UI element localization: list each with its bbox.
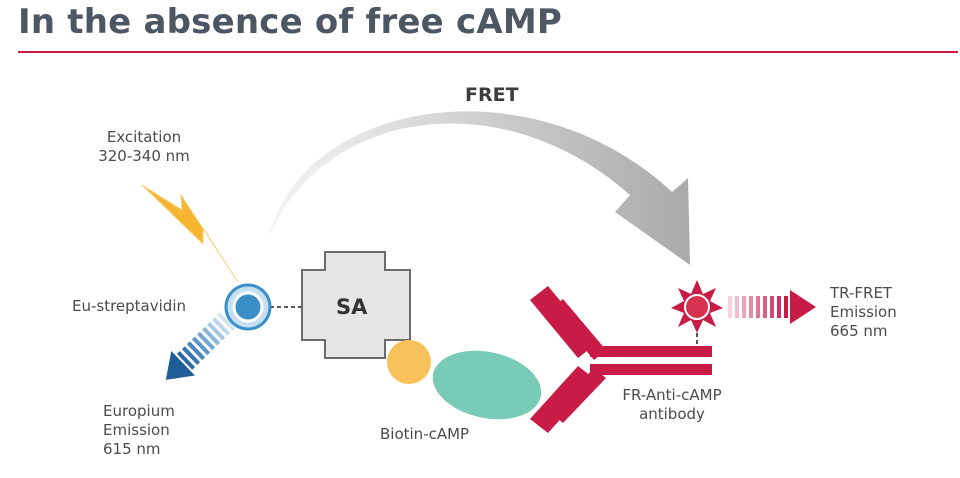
fret-arrow	[268, 111, 690, 266]
eu-streptavidin-label: Eu-streptavidin	[72, 297, 186, 315]
europium-emission-arrow	[165, 312, 236, 380]
biotin-camp-label: Biotin-cAMP	[380, 425, 470, 443]
biotin-circle	[387, 340, 431, 384]
antibody-line-2: antibody	[639, 405, 705, 423]
acceptor-star-icon	[671, 280, 723, 333]
europium-emission-label: Europium Emission 615 nm	[103, 402, 175, 459]
europium-line-3: 615 nm	[103, 440, 161, 458]
antibody-line-1: FR-Anti-cAMP	[622, 386, 722, 404]
europium-donor-icon	[224, 283, 272, 331]
lightning-icon	[141, 184, 239, 283]
page-title: In the absence of free cAMP	[18, 2, 563, 42]
trfret-line-2: Emission	[830, 303, 897, 321]
excitation-line-2: 320-340 nm	[98, 147, 190, 165]
excitation-label: Excitation 320-340 nm	[92, 128, 196, 166]
title-divider	[18, 51, 958, 53]
europium-line-1: Europium	[103, 402, 175, 420]
trfret-emission-label: TR-FRET Emission 665 nm	[830, 284, 897, 341]
camp-ellipse	[432, 350, 542, 420]
trfret-line-3: 665 nm	[830, 322, 888, 340]
sa-block	[301, 251, 411, 359]
trfret-emission-arrow	[728, 290, 816, 324]
europium-line-2: Emission	[103, 421, 170, 439]
antibody-shape	[530, 286, 712, 433]
sa-label: SA	[336, 295, 368, 319]
trfret-line-1: TR-FRET	[830, 284, 893, 302]
antibody-label: FR-Anti-cAMP antibody	[612, 386, 732, 424]
excitation-line-1: Excitation	[106, 128, 182, 146]
fret-label: FRET	[465, 84, 519, 106]
